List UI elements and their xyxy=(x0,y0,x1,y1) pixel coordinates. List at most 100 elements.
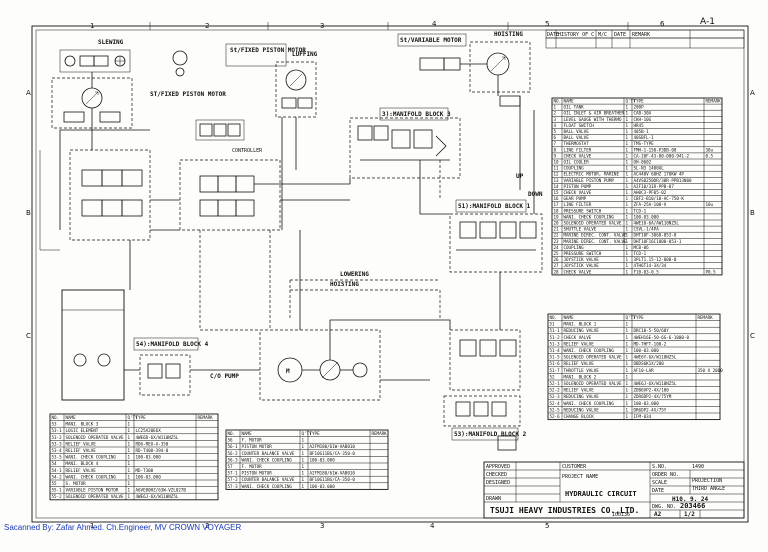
table-cell: TYPE xyxy=(634,99,645,104)
table-cell: 0.5 xyxy=(706,153,714,158)
table-cell: 56 xyxy=(228,438,234,443)
table-cell: LOGIC ELEMENT xyxy=(66,428,99,433)
table-cell: 1 xyxy=(302,451,305,456)
table-cell: 1 xyxy=(626,111,629,116)
table-cell: 1 xyxy=(626,251,629,256)
table-cell: 51-1 xyxy=(550,328,561,333)
svg-text:A: A xyxy=(750,89,755,97)
table-cell: 20 xyxy=(554,221,560,226)
table-cell: GEAR PUMP xyxy=(564,196,587,201)
table-cell: MANI. BLOCK 4 xyxy=(66,461,99,466)
tb-approved-label: APPROVED xyxy=(486,464,510,470)
table-cell: MANI. BLOCK 2 xyxy=(564,374,597,379)
sheet-number: A-1 xyxy=(700,17,715,27)
table-cell: WANI. CHECK COUPLING xyxy=(66,455,117,460)
table-cell: 1 xyxy=(302,477,305,482)
grid-col-5: 5 xyxy=(545,20,549,28)
table-cell: PRESSURE SWITCH xyxy=(564,251,602,256)
table-cell: AC440V 60HZ 170KW 4P xyxy=(634,172,685,177)
table-cell: 52-6 xyxy=(550,414,561,419)
table-cell: RD-T400-394-0 xyxy=(136,448,169,453)
table-cell: REMARK xyxy=(706,99,722,104)
table-cell: 3PLT1.15-12-000-0 xyxy=(634,257,677,262)
table-cell: NO. xyxy=(550,315,558,320)
table-cell: MARINE DIREC. CONT. VALVE xyxy=(564,233,628,238)
table-cell: 24 xyxy=(554,245,560,250)
table-cell: 1 xyxy=(626,263,629,268)
motor-symbol xyxy=(64,55,76,67)
table-cell: LINE FILTER xyxy=(564,147,592,152)
table-cell: 100-03.000 xyxy=(634,348,660,353)
table-cell: 1 xyxy=(128,494,131,499)
table-cell: AH0C3-PF05-02 xyxy=(634,190,667,195)
table-cell: 1 xyxy=(128,441,131,446)
table-cell: 1 xyxy=(626,190,629,195)
table-cell: 51-4 xyxy=(550,348,561,353)
table-cell: 100-03.000 xyxy=(136,474,162,479)
table-cell: OIL INLET & AIR BREATHER xyxy=(564,111,625,116)
table-cell: A2FM180/61W-VAB010 xyxy=(310,444,356,449)
table-cell: CHECK VALVE xyxy=(564,335,592,340)
table-cell: 54 xyxy=(52,461,58,466)
svg-text:M/C: M/C xyxy=(598,32,607,38)
table-cell: 100-03.000 xyxy=(136,455,162,460)
table-cell: 52-4 xyxy=(550,401,561,406)
table-cell: SOLENOID OPERATED VALVE xyxy=(66,494,124,499)
label-st-variable-motor: St/VARIABLE MOTOR xyxy=(400,37,462,44)
tb-company: TSUJI HEAVY INDUSTRIES CO.,LTD. xyxy=(490,506,639,515)
table-cell: 9 xyxy=(554,153,557,158)
tb-projection: THIRD ANGLE xyxy=(692,486,725,492)
table-cell: WANI. CHECK COUPLING xyxy=(242,457,293,462)
table-cell: F. MOTOR xyxy=(242,438,263,443)
table-cell: 1 xyxy=(626,322,629,327)
table-cell: 1 xyxy=(626,184,629,189)
table-cell: 1 xyxy=(626,355,629,360)
table-cell: 6 xyxy=(554,135,557,140)
table-cell: 10u xyxy=(706,202,714,207)
table-cell: RELIEF VALVE xyxy=(66,468,97,473)
svg-text:C: C xyxy=(750,332,755,340)
table-cell: TCD-1 xyxy=(634,208,647,213)
tb-scale-label: SCALE xyxy=(652,480,667,486)
table-cell: SOLENOID OPERATED VALVE xyxy=(564,355,622,360)
table-cell: PISTON MOTOR xyxy=(242,471,273,476)
table-cell: WANI. CHECK COUPLING xyxy=(242,484,293,489)
tb-projection-label: PROJECTION xyxy=(692,478,722,484)
table-cell: SOLENOID OPERATED VALVE xyxy=(564,221,622,226)
table-cell: 1 xyxy=(626,245,629,250)
table-cell: 1 xyxy=(626,214,629,219)
label-controller: CONTROLLER xyxy=(232,148,263,154)
table-cell: 55-2 xyxy=(52,494,63,499)
table-cell: CHECK VALVE xyxy=(564,269,592,274)
table-cell: 1 xyxy=(626,153,629,158)
table-cell: 1 xyxy=(128,428,131,433)
table-cell: BF10G11BG/CA-350-0 xyxy=(310,451,356,456)
grid-col-2: 2 xyxy=(205,22,209,30)
table-cell: 51-7 xyxy=(550,368,561,373)
table-cell: 13 xyxy=(554,178,560,183)
tb-checked-label: CHECKED xyxy=(486,472,507,478)
table-cell: RELIEF VALVE xyxy=(66,448,97,453)
table-cell: 17 xyxy=(554,202,560,207)
luffing-motor-group: St/FIXED PISTON MOTOR LUFFING CONTROLLER xyxy=(195,43,318,230)
table-cell: 52-1 xyxy=(550,381,561,386)
grid-row-markers: A B C A B C xyxy=(26,89,755,340)
table-cell: 56-1 xyxy=(228,444,239,449)
table-cell: 1 xyxy=(626,341,629,346)
hydraulic-schematic: SLEWING ST/FIXED PISTON MOTOR St/FIXED P… xyxy=(39,31,543,451)
table-cell: S. MOTOR xyxy=(66,481,87,486)
drawing-frame xyxy=(31,25,749,523)
table-cell: DHT10F16C1000-053-1 xyxy=(634,239,682,244)
